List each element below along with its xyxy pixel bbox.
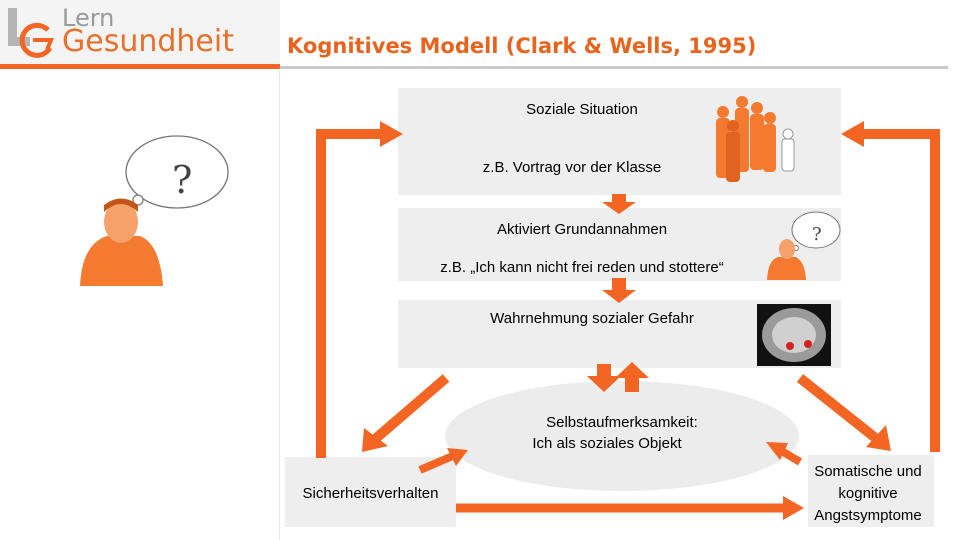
arrow-danger-to-safety xyxy=(370,374,450,444)
svg-text:?: ? xyxy=(812,224,822,245)
danger-heading: Wahrnehmung sozialer Gefahr xyxy=(490,310,694,327)
beliefs-example: z.B. „Ich kann nicht frei reden und stot… xyxy=(440,259,724,276)
logo-text-top: Lern xyxy=(62,4,115,32)
symptoms-line2: kognitive xyxy=(838,485,898,502)
self-focus-line2: Ich als soziales Objekt xyxy=(532,435,682,452)
arrow-head-left-loop xyxy=(380,121,403,147)
arrow-safety-to-situation xyxy=(316,129,384,458)
header-right-rule xyxy=(280,66,948,69)
safety-label: Sicherheitsverhalten xyxy=(302,485,439,502)
brain-scan-icon xyxy=(757,304,831,366)
situation-example: z.B. Vortrag vor der Klasse xyxy=(482,159,662,176)
thinking-person-small-icon: ? xyxy=(767,211,841,280)
arrow-safety-to-self-focus xyxy=(418,451,457,474)
arrow-head-right-loop xyxy=(841,121,864,147)
box-beliefs xyxy=(398,208,841,281)
self-focus-ellipse xyxy=(445,381,799,491)
thinking-person-large-icon: ? xyxy=(80,135,229,286)
situation-heading: Soziale Situation xyxy=(526,101,638,118)
header: Lern Gesundheit Kognitives Modell (Clark… xyxy=(0,0,960,70)
box-symptoms xyxy=(808,455,934,527)
self-focus-line1: Selbstaufmerksamkeit: xyxy=(546,414,698,431)
crowd-icon xyxy=(716,96,795,182)
beliefs-heading: Aktiviert Grundannahmen xyxy=(496,221,668,238)
arrow-bidirectional-down xyxy=(587,364,621,392)
symptoms-line1: Somatische und xyxy=(814,463,922,480)
arrow-situation-to-beliefs xyxy=(602,194,636,214)
svg-text:?: ? xyxy=(172,158,192,202)
symptoms-line3: Angstsymptome xyxy=(814,507,922,524)
header-left-rule xyxy=(0,64,280,69)
page-title: Kognitives Modell (Clark & Wells, 1995) xyxy=(287,34,757,58)
logo-text-bottom: Gesundheit xyxy=(62,24,234,59)
arrow-symptoms-to-situation xyxy=(860,129,940,452)
arrow-bidirectional-up xyxy=(615,362,649,392)
logo-icon xyxy=(8,8,54,58)
arrow-beliefs-to-danger xyxy=(602,278,636,303)
arrow-danger-to-symptoms xyxy=(796,374,882,444)
left-divider xyxy=(279,70,280,540)
